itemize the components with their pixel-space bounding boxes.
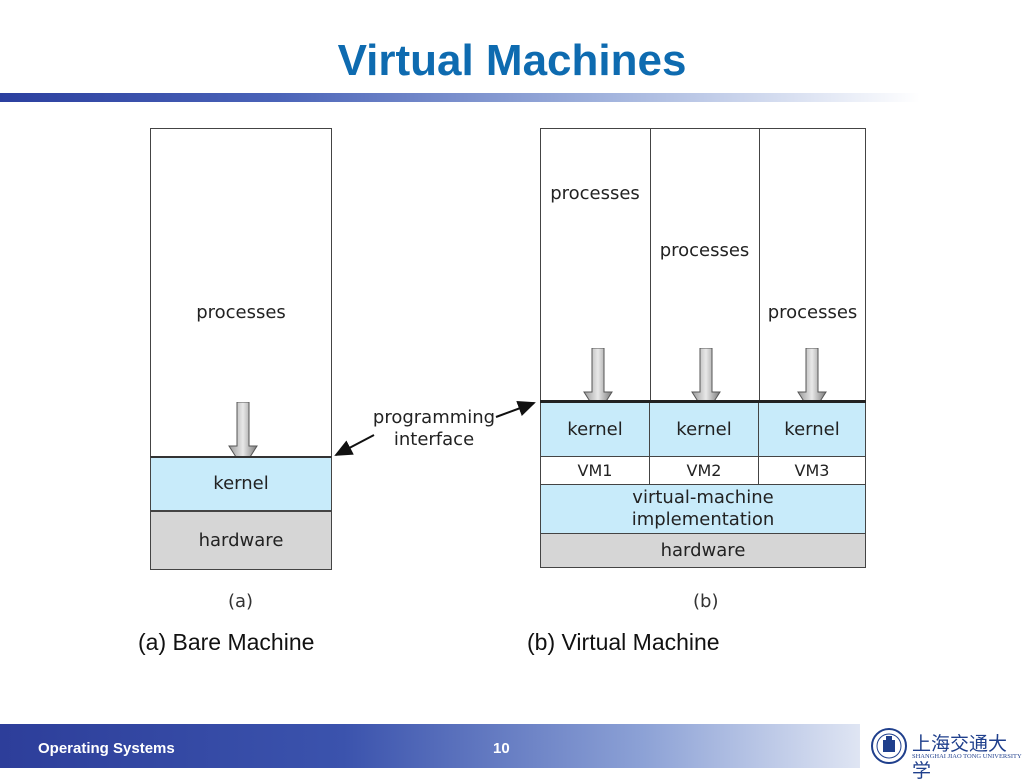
- diagram-a-kernel: kernel: [150, 456, 332, 511]
- interface-arrow-left-icon: [334, 434, 375, 456]
- vm3-processes-label: processes: [767, 302, 858, 323]
- diagram-b-interface-line: [540, 400, 866, 403]
- vm-implementation-layer: virtual-machine implementation: [540, 485, 866, 534]
- vm1-kernel: kernel: [540, 403, 650, 457]
- university-name-en: SHANGHAI JIAO TONG UNIVERSITY: [912, 753, 1022, 760]
- slide-title: Virtual Machines: [337, 36, 687, 85]
- interface-pointer-arrows: [334, 401, 536, 456]
- footer-page-number: 10: [493, 740, 510, 757]
- vm-implementation-line2: implementation: [631, 509, 775, 530]
- diagram-b-hardware: hardware: [540, 534, 866, 568]
- university-logo: 上海交通大学 SHANGHAI JIAO TONG UNIVERSITY: [868, 727, 1022, 782]
- caption-bare-machine: (a) Bare Machine: [138, 629, 315, 655]
- interface-arrow-right-icon: [495, 401, 536, 418]
- footer-bar: [0, 724, 860, 768]
- vm2-label: VM2: [650, 457, 759, 485]
- diagram-b-divider-2: [759, 128, 760, 485]
- university-seal-icon: [871, 728, 907, 764]
- programming-interface-label: programming interface: [372, 407, 496, 451]
- diagram-a-sub-label: (a): [228, 591, 254, 612]
- diagram-a-hardware: hardware: [150, 511, 332, 570]
- diagram-b-sub-label: (b): [693, 591, 719, 612]
- diagram-a-processes-label: processes: [196, 302, 286, 323]
- vm1-processes-label: processes: [550, 183, 640, 204]
- caption-virtual-machine: (b) Virtual Machine: [527, 629, 720, 655]
- vm-implementation-line1: virtual-machine: [632, 487, 774, 508]
- vm3-label: VM3: [759, 457, 866, 485]
- programming-interface-line1: programming: [372, 407, 496, 428]
- vm2-kernel: kernel: [650, 403, 759, 457]
- vm3-kernel: kernel: [759, 403, 866, 457]
- programming-interface-line2: interface: [393, 429, 475, 450]
- vm2-processes-label: processes: [659, 240, 750, 261]
- vm1-label: VM1: [540, 457, 650, 485]
- title-underline: [0, 93, 920, 102]
- footer-course-title: Operating Systems: [38, 740, 175, 757]
- diagram-b-divider-1: [650, 128, 651, 485]
